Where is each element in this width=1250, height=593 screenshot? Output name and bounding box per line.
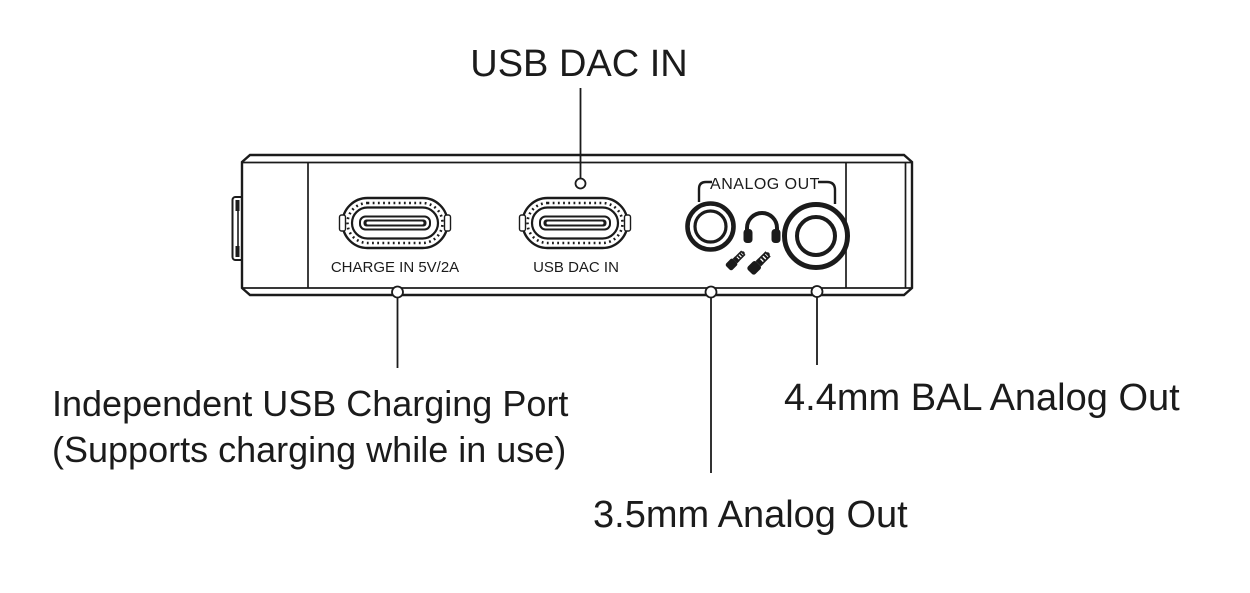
charge-port-label: CHARGE IN 5V/2A (331, 259, 459, 276)
jack-4-4mm (782, 202, 850, 270)
analog-out-brackets (697, 180, 837, 204)
callout-leaders (391, 88, 824, 473)
analog-out-label: ANALOG OUT (710, 176, 820, 193)
headphones-icon (743, 211, 781, 243)
dac-port-label: USB DAC IN (533, 259, 619, 276)
dac-indicator-hole (574, 177, 587, 190)
audio-plug-4-4mm-icon (747, 251, 771, 275)
usb-c-dac-port (518, 196, 632, 250)
callout-charging-line1: Independent USB Charging Port (52, 383, 568, 424)
jack-3-5mm (685, 201, 736, 252)
callout-analog-44: 4.4mm BAL Analog Out (784, 377, 1180, 419)
device-edge-lines (242, 161, 912, 289)
callout-usb-dac-in: USB DAC IN (470, 43, 687, 85)
usb-c-charge-port (338, 196, 452, 250)
callout-analog-35: 3.5mm Analog Out (593, 494, 908, 536)
audio-plug-3-5mm-icon (725, 250, 746, 271)
callout-charging-line2: (Supports charging while in use) (52, 429, 566, 470)
